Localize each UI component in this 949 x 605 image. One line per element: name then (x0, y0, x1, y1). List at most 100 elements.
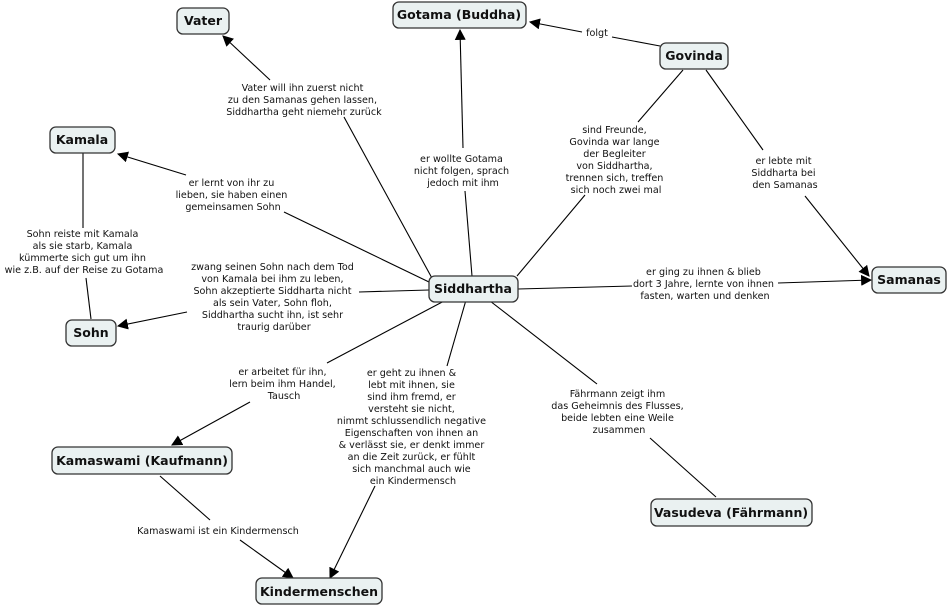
node-siddhartha[interactable]: Siddhartha (428, 275, 519, 303)
node-label: Govinda (665, 48, 723, 63)
node-label: Siddhartha (434, 281, 512, 296)
label-line: folgt (586, 28, 608, 39)
edge-govinda-sid (637, 69, 684, 123)
label-govinda-gotama: folgt (586, 28, 608, 39)
label-sid-sohn: zwang seinen Sohn nach dem Tod von Kamal… (191, 262, 357, 333)
label-line: er wollte Gotama (420, 154, 503, 165)
edge-sid-sohn (358, 289, 430, 293)
node-govinda[interactable]: Govinda (659, 42, 729, 70)
label-line: versteht sie nicht, (368, 404, 455, 415)
nodes: Vater Gotama (Buddha) Govinda Kamala Sid… (49, 1, 947, 605)
label-kamala-sohn: Sohn reiste mit Kamala als sie starb, Ka… (5, 229, 164, 276)
label-line: von Kamala bei ihm zu leben, (201, 274, 343, 285)
edge-govinda-gotama-arrow (528, 18, 583, 33)
label-line: kümmerte sich gut um ihn (19, 253, 146, 264)
label-sid-samanas: er ging zu ihnen & blieb dort 3 Jahre, l… (633, 267, 777, 302)
edge-govinda-samanas-arrow (804, 195, 870, 277)
label-sid-vasudeva: Fährmann zeigt ihm das Geheimnis des Flu… (551, 389, 686, 436)
label-line: gemeinsamen Sohn (185, 202, 280, 213)
edge-govinda-samanas (705, 69, 764, 151)
label-line: lieben, sie haben einen (176, 190, 288, 201)
edge-govinda-gotama (611, 36, 661, 47)
label-line: ein Kindermensch (370, 476, 456, 487)
edge-sid-samanas (517, 285, 633, 290)
edge-kamaswami-kinder-arrow (239, 539, 294, 579)
node-label: Samanas (877, 272, 941, 287)
label-line: zu den Samanas gehen lassen, (228, 95, 377, 106)
label-sid-kinder: er geht zu ihnen & lebt mit ihnen, sie s… (337, 368, 489, 487)
label-line: Eigenschaften von ihnen an (345, 428, 479, 439)
edge-kamala-sohn-lower (85, 277, 92, 320)
edge-govinda-sid-lower (516, 194, 586, 277)
label-line: er lernt von ihr zu (189, 178, 275, 189)
label-line: lebt mit ihnen, sie (368, 380, 455, 391)
edge-sid-vater-arrow (222, 35, 271, 81)
edge-sid-kinder (446, 299, 467, 367)
edge-sid-gotama (464, 190, 473, 277)
edge-sid-vater (343, 116, 434, 281)
label-line: zusammen (593, 425, 646, 436)
label-line: er ging zu ihnen & blieb (646, 267, 761, 278)
node-sohn[interactable]: Sohn (65, 319, 117, 347)
label-line: Govinda war lange (569, 137, 659, 148)
label-govinda-samanas: er lebte mit Siddharta bei den Samanas (751, 156, 818, 191)
label-line: als sein Vater, Sohn floh, (213, 298, 332, 309)
label-line: Fährmann zeigt ihm (570, 389, 665, 400)
label-line: er lebte mit (755, 156, 811, 167)
node-label: Vater (184, 13, 223, 28)
label-line: sich manchmal auch wie (352, 464, 471, 475)
label-line: zwang seinen Sohn nach dem Tod (191, 262, 354, 273)
label-line: Siddhartha geht niemehr zurück (226, 107, 382, 118)
edge-sid-kamala (283, 211, 430, 283)
edge-sid-vasudeva-lower (649, 437, 717, 498)
label-line: Vater will ihn zuerst nicht (242, 83, 364, 94)
label-line: Siddharta bei (751, 168, 815, 179)
label-line: der Begleiter (583, 149, 645, 160)
edge-labels: folgt Vater will ihn zuerst nicht zu den… (5, 28, 818, 537)
label-line: den Samanas (752, 180, 817, 191)
node-label: Kindermenschen (260, 584, 378, 599)
label-line: & verlässt sie, er denkt immer (339, 440, 485, 451)
node-kamala[interactable]: Kamala (49, 126, 116, 154)
node-kamaswami[interactable]: Kamaswami (Kaufmann) (51, 446, 233, 475)
label-sid-kamaswami: er arbeitet für ihn, lern beim ihm Hande… (229, 367, 339, 402)
label-sid-kamala: er lernt von ihr zu lieben, sie haben ei… (176, 178, 291, 213)
edge-sid-vasudeva (489, 300, 598, 385)
edge-sid-samanas-arrow (777, 274, 873, 286)
node-kindermenschen[interactable]: Kindermenschen (255, 577, 383, 605)
node-vater[interactable]: Vater (176, 7, 230, 35)
label-line: als sie starb, Kamala (33, 241, 133, 252)
label-line: sich noch zwei mal (571, 185, 662, 196)
label-line: nimmt schlussendlich negative (337, 416, 486, 427)
edge-kamaswami-kinder (159, 475, 211, 521)
label-sid-gotama: er wollte Gotama nicht folgen, sprach je… (414, 154, 512, 189)
node-label: Vasudeva (Fährmann) (654, 505, 808, 520)
label-line: beide lebten eine Weile (561, 413, 674, 424)
node-label: Kamaswami (Kaufmann) (56, 453, 228, 468)
label-line: trennen sich, treffen (566, 173, 664, 184)
label-line: fasten, warten und denken (640, 291, 769, 302)
node-gotama[interactable]: Gotama (Buddha) (392, 1, 527, 29)
edge-sid-kamaswami (326, 299, 447, 364)
label-line: traurig darüber (237, 322, 310, 333)
edges (82, 18, 873, 579)
label-line: sind Freunde, (582, 125, 647, 136)
label-line: er geht zu ihnen & (367, 368, 457, 379)
edge-sid-kinder-arrow (329, 485, 376, 579)
label-line: Kamaswami ist ein Kindermensch (137, 526, 299, 537)
label-line: Tausch (267, 391, 301, 402)
label-line: Sohn reiste mit Kamala (27, 229, 139, 240)
label-line: dort 3 Jahre, lernte von ihnen (633, 279, 774, 290)
node-samanas[interactable]: Samanas (871, 266, 947, 294)
node-label: Kamala (56, 132, 108, 147)
node-label: Sohn (73, 325, 108, 340)
label-kamaswami-kinder: Kamaswami ist ein Kindermensch (137, 526, 299, 537)
label-line: nicht folgen, sprach (414, 166, 509, 177)
label-line: an die Zeit zurück, er fühlt (348, 452, 476, 463)
label-sid-vater: Vater will ihn zuerst nicht zu den Saman… (226, 83, 382, 118)
label-line: er arbeitet für ihn, (238, 367, 326, 378)
label-line: lern beim ihm Handel, (229, 379, 336, 390)
node-vasudeva[interactable]: Vasudeva (Fährmann) (650, 498, 813, 527)
label-line: Sohn akzeptierte Siddharta nicht (193, 286, 351, 297)
